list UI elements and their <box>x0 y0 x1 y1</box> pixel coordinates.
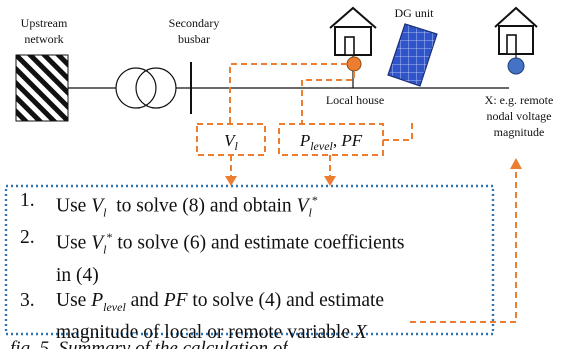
dg-unit-label: DG unit <box>395 6 435 20</box>
plevel-pf-label: Plevel, PF <box>299 131 363 153</box>
step-text: Use Vl* to solve (6) and estimate coeffi… <box>56 230 405 286</box>
plevel-pf-box <box>278 123 384 156</box>
vl-label: Vl <box>224 131 238 153</box>
upstream-label-line1: Upstream <box>21 16 68 30</box>
steps-box <box>4 184 495 336</box>
x-arrow-head <box>510 158 522 169</box>
remote-node <box>507 57 525 75</box>
remote-label-line2: nodal voltage <box>487 109 552 123</box>
step-text: Use Vl to solve (8) and obtain Vl* <box>56 193 318 220</box>
plevel-measure-line <box>301 72 355 124</box>
step-2: 2. Use Vl* to solve (6) and estimate coe… <box>8 225 494 287</box>
x-feedback-line <box>410 168 517 323</box>
step-3: 3. Use Plevel and PF to solve (4) and es… <box>8 288 494 345</box>
pf-measure-line <box>383 121 413 141</box>
remote-label-line1: X: e.g. remote <box>485 93 554 107</box>
vl-arrow-head <box>225 176 237 186</box>
local-house-icon <box>329 6 377 56</box>
remote-label-line3: magnitude <box>494 125 545 139</box>
busbar-label-line1: Secondary <box>169 16 220 30</box>
local-house-label: Local house <box>326 93 384 107</box>
plevel-arrow-head <box>324 176 336 186</box>
busbar-label-line2: busbar <box>178 32 210 46</box>
transformer-icon <box>115 67 177 109</box>
step-1: 1. Use Vl to solve (8) and obtain Vl* <box>8 188 494 225</box>
remote-house-icon <box>494 6 538 55</box>
upstream-label-line2: network <box>24 32 63 46</box>
local-house-node <box>346 56 362 72</box>
steps-list: 1. Use Vl to solve (8) and obtain Vl* 2.… <box>8 188 494 345</box>
step-number: 3. <box>20 289 35 311</box>
caption-fragment: fig. 5. Summary of the calculation of <box>10 338 288 349</box>
step-number: 2. <box>20 227 35 249</box>
solar-panel-icon <box>387 23 438 87</box>
step-number: 1. <box>20 190 35 211</box>
step-text: Use Plevel and PF to solve (4) and estim… <box>56 289 385 343</box>
upstream-network-icon <box>15 54 69 122</box>
